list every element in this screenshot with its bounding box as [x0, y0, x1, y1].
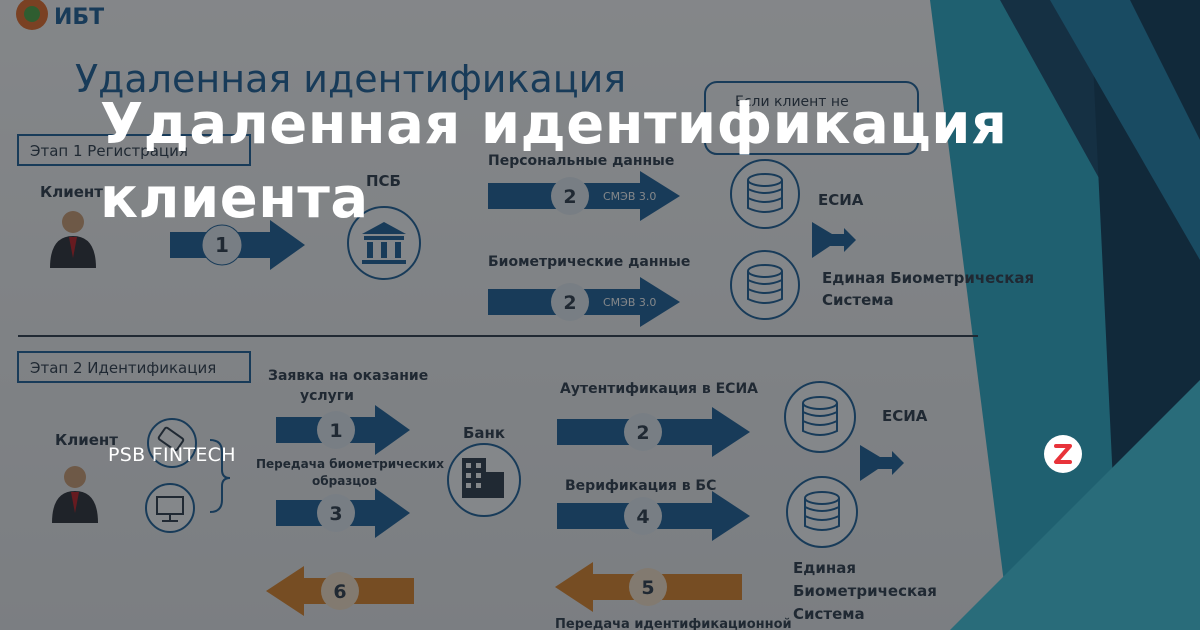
transfer-id-label: Передача идентификационной [555, 617, 792, 630]
request-label-line1: Заявка на оказание [268, 368, 428, 384]
channel-name[interactable]: PSB FINTECH [108, 444, 236, 466]
logo-text: ИБТ [54, 5, 104, 30]
headline: Удаленная идентификация клиента [100, 88, 1007, 236]
headline-line-1: Удаленная идентификация [100, 92, 1008, 157]
database-icon [730, 250, 800, 320]
stage1-client-label: Клиент [40, 183, 103, 201]
monitor-icon [145, 483, 195, 533]
step-number: 2 [563, 292, 576, 314]
office-building-icon [447, 443, 521, 517]
step-number: 3 [329, 503, 342, 525]
ebs-label-line2: Система [822, 291, 894, 309]
smev-label: СМЭВ 3.0 [603, 296, 656, 309]
step-number: 1 [215, 233, 229, 257]
step-number: 6 [333, 581, 346, 603]
database-icon [784, 381, 856, 453]
bank-label: Банк [463, 424, 505, 442]
step-number: 4 [636, 506, 649, 528]
headline-line-2: клиента [100, 166, 369, 231]
step-number: 1 [329, 420, 342, 442]
step-number: 2 [636, 422, 649, 444]
transfer-label-line2: образцов [312, 474, 377, 488]
ibt-logo: ИБТ [16, 0, 104, 30]
biometric-data-label: Биометрические данные [488, 254, 690, 270]
ebs-label-line1: Единая Биометрическая [822, 269, 1034, 287]
ebs-label-2-line3: Система [793, 605, 865, 623]
ebs-label-2-line1: Единая [793, 559, 856, 577]
verify-label: Верификация в БС [565, 478, 716, 494]
ebs-label-2-line2: Биометрическая [793, 582, 937, 600]
stage2-label: Этап 2 Идентификация [30, 359, 216, 377]
request-label-line2: услуги [300, 388, 354, 404]
zen-logo-icon[interactable] [1044, 435, 1082, 473]
esia-label-2: ЕСИА [882, 407, 928, 425]
auth-label: Аутентификация в ЕСИА [560, 381, 758, 397]
step-number: 5 [641, 577, 654, 599]
database-icon [786, 476, 858, 548]
transfer-label-line1: Передача биометрических [256, 457, 444, 471]
